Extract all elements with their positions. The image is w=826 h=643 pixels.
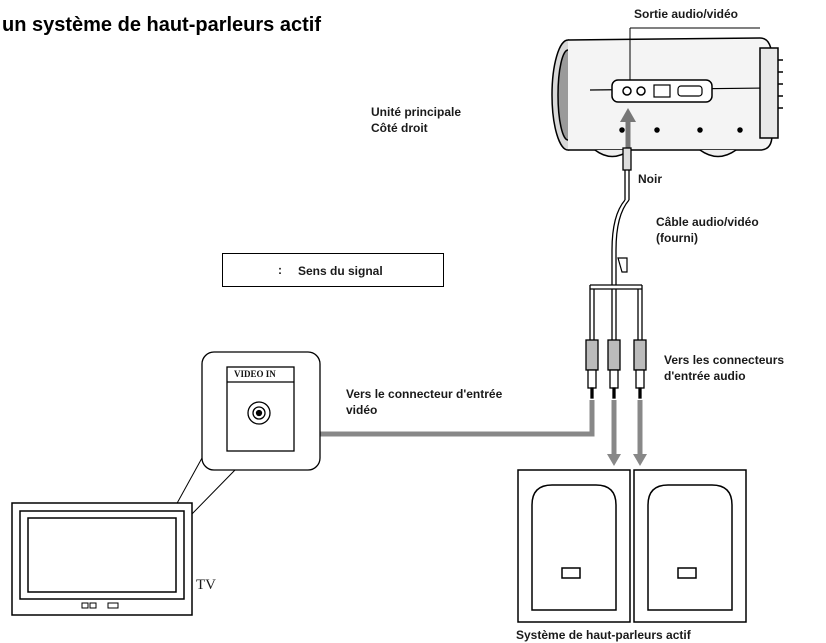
cable-supplied-label: (fourni) [656, 231, 698, 245]
audio-in-label-2: d'entrée audio [664, 369, 746, 383]
video-in-label-2: vidéo [346, 403, 378, 417]
side-label: Côté droit [371, 121, 428, 135]
audio-in-label: Vers les connecteurs [664, 353, 785, 367]
main-unit-label: Unité principale [371, 105, 462, 119]
page-title: un système de haut-parleurs actif [2, 14, 321, 36]
tv-label: TV [196, 577, 216, 593]
av-cable [585, 147, 647, 399]
camcorder-illustration [551, 27, 783, 158]
speakers-illustration [517, 469, 747, 623]
cable-label: Câble audio/vidéo [656, 215, 759, 229]
camera-signal-arrow [620, 108, 636, 148]
legend-label: Sens du signal [298, 264, 383, 278]
legend-colon: : [278, 263, 282, 277]
video-in-label: Vers le connecteur d'entrée [346, 387, 503, 401]
signal-arrows [288, 400, 647, 466]
video-in-panel-label: VIDEO IN [234, 369, 276, 379]
speakers-label: Système de haut-parleurs actif [516, 628, 691, 642]
video-in-panel [201, 351, 321, 471]
output-label: Sortie audio/vidéo [634, 7, 739, 21]
black-label: Noir [638, 172, 662, 186]
legend-box [222, 253, 444, 287]
tv-illustration [11, 502, 193, 616]
cable-signal-symbol [617, 257, 628, 273]
